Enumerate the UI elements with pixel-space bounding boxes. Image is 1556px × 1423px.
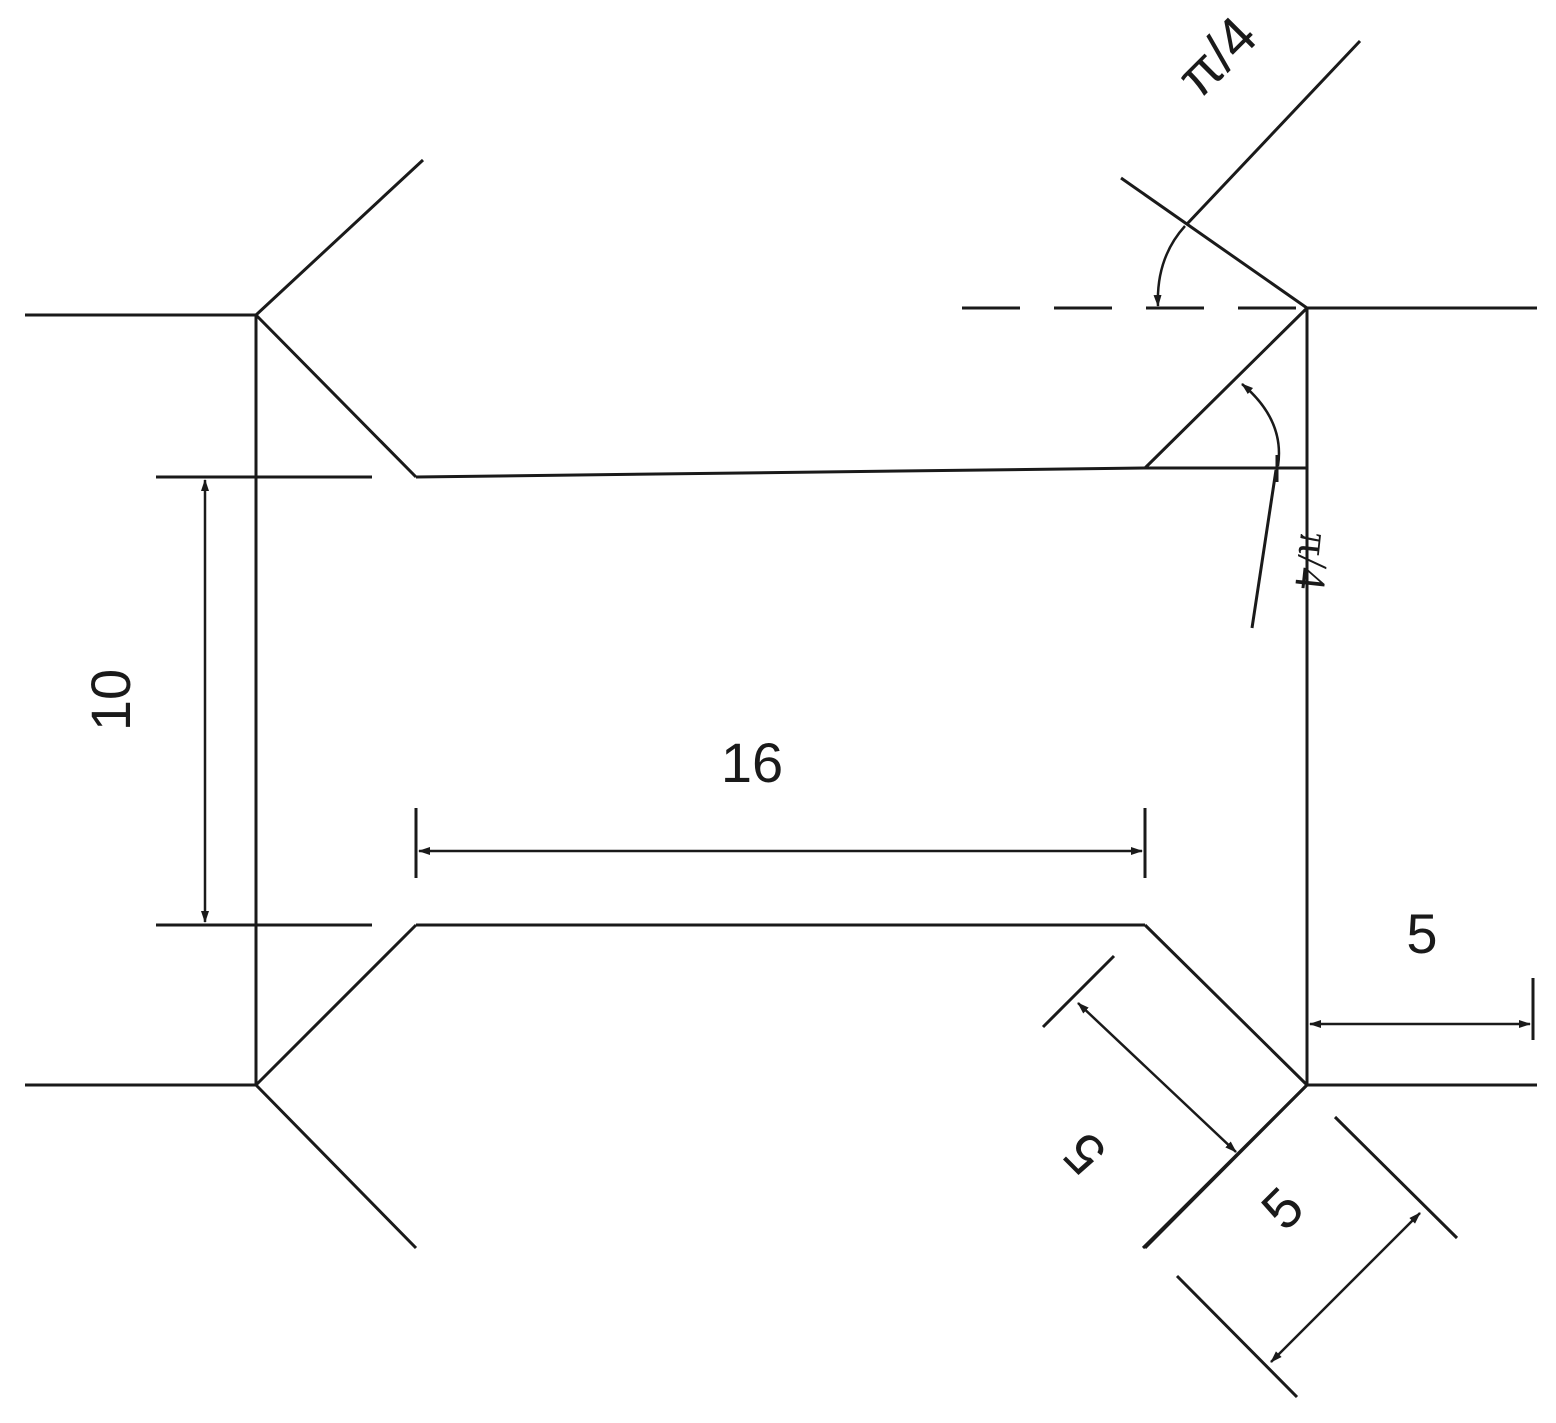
angle-inner-label: π/4 [1285,531,1340,592]
height-label: 10 [79,669,142,731]
bottom-left-outer-diagonal [254,1083,418,1250]
chamfer-a-dimension-line [1077,1002,1237,1153]
channel-top-edge [415,466,1146,479]
chamfer-b-dimension-line [1270,1212,1421,1363]
bottom-left-inner-diagonal [254,923,418,1087]
angle-inner-arc [1241,383,1281,467]
top-left-outer-diagonal [254,158,425,317]
top-left-inner-diagonal [254,313,418,479]
chamfer-b-extension-right [1333,1115,1459,1240]
angle-inner-leader-line [1250,469,1278,629]
angle-top-arc [1153,225,1186,307]
angle-top-label: π/4 [1164,4,1269,109]
chamfer-b-label: 5 [1249,1175,1316,1242]
bottom-right-inner-diagonal [1143,923,1309,1087]
chamfer-b-extension-left [1175,1274,1299,1399]
chamfer-a-extension-bottom [1141,1083,1309,1250]
length-label: 16 [721,731,783,794]
chamfer-a-extension-top [1041,954,1116,1029]
offset-label: 5 [1406,902,1437,965]
angle-top-leader-line [1185,39,1362,226]
top-right-outer-diagonal [1120,176,1308,310]
top-right-inner-diagonal [1143,306,1309,470]
chamfer-a-label: 5 [1051,1120,1118,1187]
